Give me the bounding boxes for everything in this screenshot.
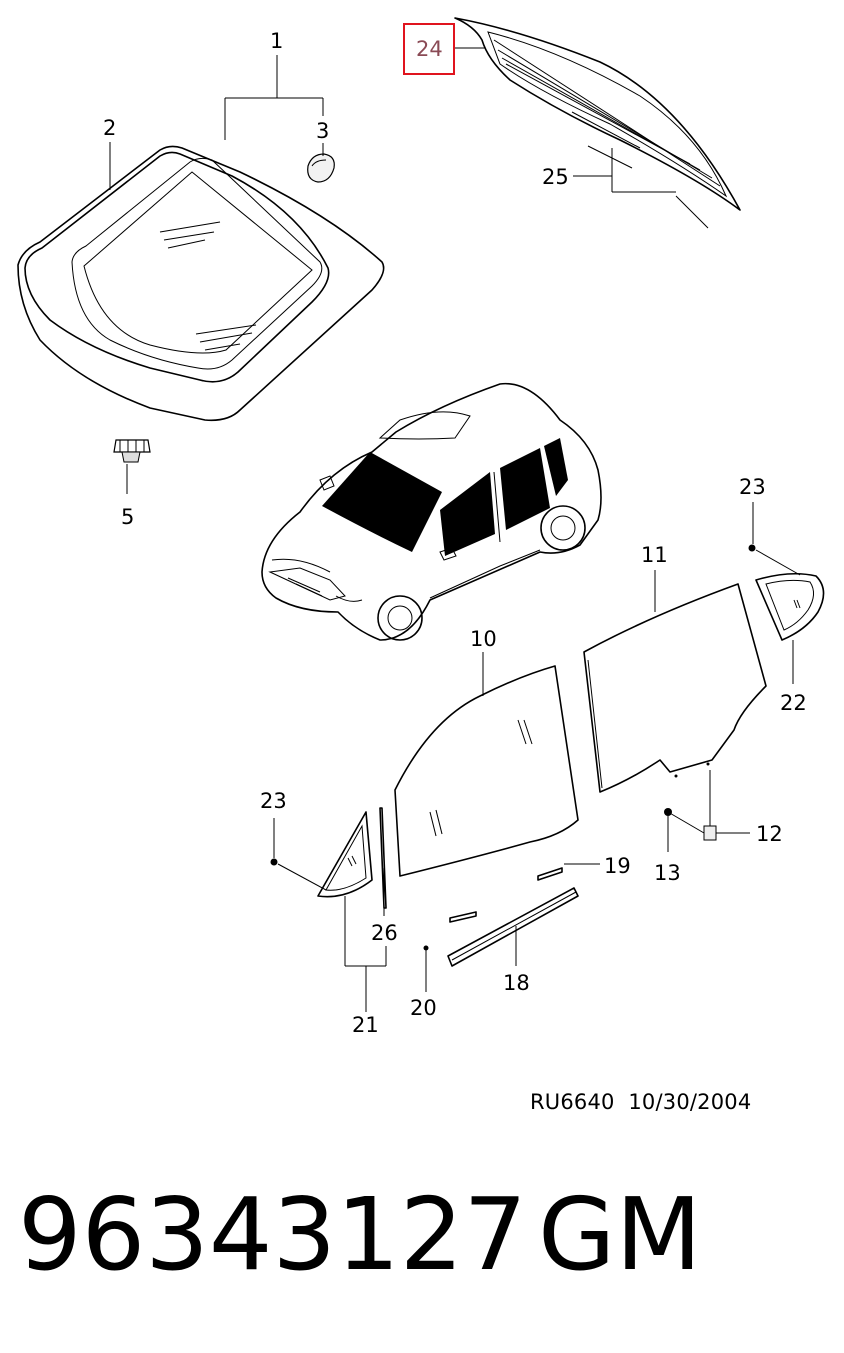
leaders-top-left — [109, 55, 324, 190]
callout-23-left: 23 — [260, 789, 287, 813]
front-door-glass — [394, 652, 579, 877]
callout-26: 26 — [371, 921, 398, 945]
drawing-reference: RU6640 10/30/2004 — [530, 1090, 752, 1114]
callout-23-right: 23 — [739, 475, 766, 499]
moulding-clip — [113, 439, 151, 494]
callout-13: 13 — [654, 861, 681, 885]
windshield-seal — [17, 145, 385, 422]
door-belt-moulding — [423, 863, 600, 992]
windshield-glass — [24, 151, 330, 383]
callout-11: 11 — [641, 543, 668, 567]
callout-3: 3 — [316, 119, 329, 143]
callout-1: 1 — [270, 29, 283, 53]
callout-18: 18 — [503, 971, 530, 995]
rear-window-glass — [454, 17, 741, 229]
rear-quarter-glass — [748, 502, 825, 684]
front-quarter-glass — [270, 807, 387, 1012]
leaders-rear-window — [455, 47, 676, 193]
callout-10: 10 — [470, 627, 497, 651]
callout-labels: 1 2 3 5 24 25 23 11 10 22 23 12 19 13 26… — [103, 29, 807, 1037]
highlight-box — [403, 23, 455, 75]
callout-19: 19 — [604, 854, 631, 878]
rear-door-glass — [583, 570, 767, 852]
callout-22: 22 — [780, 691, 807, 715]
callout-21: 21 — [352, 1013, 379, 1037]
callout-12: 12 — [756, 822, 783, 846]
callout-24: 24 — [416, 37, 443, 61]
brand-label: GM — [538, 1176, 702, 1293]
callout-25: 25 — [542, 165, 569, 189]
sensor-pad — [307, 153, 335, 183]
vehicle-illustration — [261, 382, 602, 641]
callout-2: 2 — [103, 116, 116, 140]
part-number: 96343127 — [18, 1176, 527, 1293]
callout-20: 20 — [410, 996, 437, 1020]
callout-5: 5 — [121, 505, 134, 529]
